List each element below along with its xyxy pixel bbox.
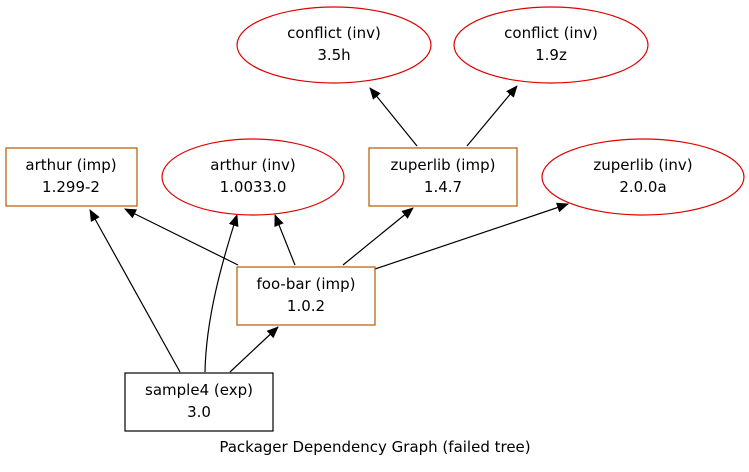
node-zuperlib-imp: zuperlib (imp) 1.4.7 xyxy=(368,147,518,207)
node-name: foo-bar (imp) xyxy=(257,275,356,293)
node-version: 2.0.0a xyxy=(619,178,666,196)
node-conflict-inv-3-5h: conflict (inv) 3.5h xyxy=(236,6,432,84)
node-zuperlib-inv: zuperlib (inv) 2.0.0a xyxy=(541,138,745,216)
node-foobar-imp: foo-bar (imp) 1.0.2 xyxy=(236,266,376,326)
node-version: 3.0 xyxy=(187,403,211,421)
edge-zuperlib-imp-to-conflict-1-9z xyxy=(466,85,518,147)
node-version: 3.5h xyxy=(317,46,350,64)
node-shape xyxy=(5,147,138,207)
node-name: zuperlib (inv) xyxy=(593,156,692,174)
node-name: zuperlib (imp) xyxy=(391,156,496,174)
node-version: 1.299-2 xyxy=(42,178,100,196)
node-name: arthur (inv) xyxy=(210,156,295,174)
graph-caption: Packager Dependency Graph (failed tree) xyxy=(219,438,530,456)
node-name: conflict (inv) xyxy=(287,24,381,42)
node-shape xyxy=(236,6,432,84)
node-conflict-inv-1-9z: conflict (inv) 1.9z xyxy=(453,6,649,84)
node-name: conflict (inv) xyxy=(504,24,598,42)
node-version: 1.4.7 xyxy=(424,178,462,196)
node-shape xyxy=(453,6,649,84)
node-version: 1.0.2 xyxy=(287,297,325,315)
node-name: sample4 (exp) xyxy=(145,381,253,399)
edge-foobar-imp-to-arthur-inv xyxy=(274,214,296,266)
node-shape xyxy=(161,138,345,216)
edge-sample4-exp-to-arthur-inv xyxy=(204,214,239,373)
node-name: arthur (imp) xyxy=(25,156,116,174)
edge-foobar-imp-to-arthur-imp xyxy=(124,208,239,266)
node-shape xyxy=(124,372,274,432)
node-version: 1.0033.0 xyxy=(220,178,287,196)
edges xyxy=(89,85,569,373)
edge-foobar-imp-to-zuperlib-inv xyxy=(374,202,569,270)
node-shape xyxy=(541,138,745,216)
node-sample4-exp: sample4 (exp) 3.0 xyxy=(124,372,274,432)
node-shape xyxy=(236,266,376,326)
edge-zuperlib-imp-to-conflict-3-5h xyxy=(369,87,418,147)
edge-sample4-exp-to-arthur-imp xyxy=(89,209,181,373)
node-shape xyxy=(368,147,518,207)
node-arthur-inv: arthur (inv) 1.0033.0 xyxy=(161,138,345,216)
node-version: 1.9z xyxy=(535,46,567,64)
node-arthur-imp: arthur (imp) 1.299-2 xyxy=(5,147,138,207)
edge-foobar-imp-to-zuperlib-imp xyxy=(342,207,414,266)
edge-sample4-exp-to-foobar-imp xyxy=(229,326,279,373)
